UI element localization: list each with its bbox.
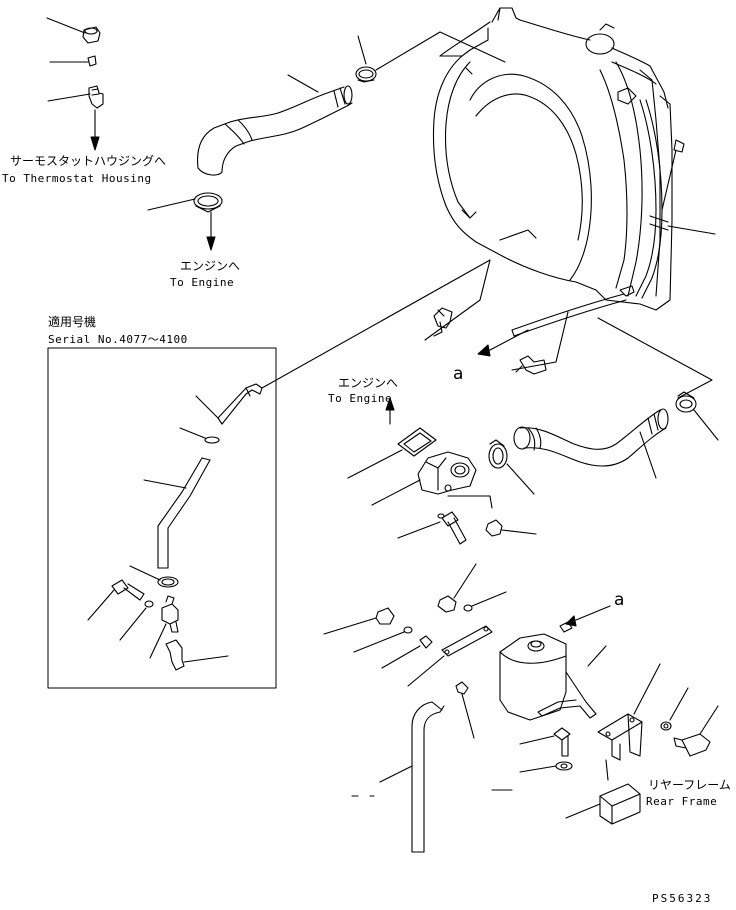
nut-center-right [485,519,537,537]
engine-label-2-en: To Engine [328,392,393,405]
arrow-a-right [565,605,611,627]
center-elbow [433,307,453,337]
serial-washer [119,600,154,641]
leader-radiator-mid [511,311,569,371]
thermostat-label-jp: サーモスタットハウジングへ [10,154,167,168]
radiator-assembly [432,7,716,337]
small-nut-bottom [455,681,475,739]
cap-screw-a [559,621,573,633]
arrow-a-left [477,329,529,357]
bolt-center [397,511,467,545]
right-elbow [515,355,547,375]
serial-bolt [87,579,145,621]
small-fitting [49,55,97,67]
elbow-connector [47,85,104,109]
outlet-housing [371,451,493,509]
rear-frame-label-en: Rear Frame [646,795,718,808]
lower-clamp-left [488,439,535,495]
gasket [347,427,437,479]
sub-tank [499,633,607,721]
ref-a-left: a [453,364,464,384]
strap-band [407,625,493,687]
washer-center [437,513,445,519]
serial-box [47,347,277,689]
rear-frame-label-jp: リヤーフレーム [648,778,731,792]
serial-label-en: Serial No.4077～4100 [48,333,188,346]
serial-elbow-lower [165,639,229,671]
serial-tee [149,595,179,659]
ref-a-right: a [614,590,625,610]
plug-nut [46,17,101,44]
washer-lower [519,761,573,773]
leader-cross-engine [424,259,491,341]
lower-clamp-right [675,391,719,441]
nut-left [323,607,395,635]
leader-radiator-bottom [597,317,713,399]
clip-left [381,635,433,669]
arrow-to-thermostat [90,109,100,151]
lower-pipe [351,701,513,853]
leader-radiator-top [375,31,506,71]
thermostat-label-en: To Thermostat Housing [2,172,152,185]
engine-label-1-jp: エンジンへ [180,259,241,273]
drawing-code: PS56323 [652,892,713,905]
washer-left [353,626,413,653]
upper-hose [196,74,353,176]
arrow-to-engine-1 [206,211,216,251]
serial-pipe [143,457,211,569]
washer-upper [463,591,507,612]
serial-label-jp: 適用号機 [48,315,97,329]
leader-long [261,259,491,389]
middle-clamp [147,192,223,213]
serial-clip [179,427,220,444]
washer-right [660,687,689,731]
engine-label-1-en: To Engine [170,276,235,289]
lower-hose [513,408,669,479]
bolt-right [673,705,719,757]
rear-frame-stub [565,759,641,825]
nut-upper [437,563,477,613]
bolt-lower [519,727,571,757]
serial-elbow [195,383,263,425]
tank-bracket [597,663,661,761]
serial-clamp [129,565,179,588]
upper-clamp [355,35,377,83]
engine-label-2-jp: エンジンへ [338,376,399,390]
arrow-to-engine-2 [385,397,395,425]
